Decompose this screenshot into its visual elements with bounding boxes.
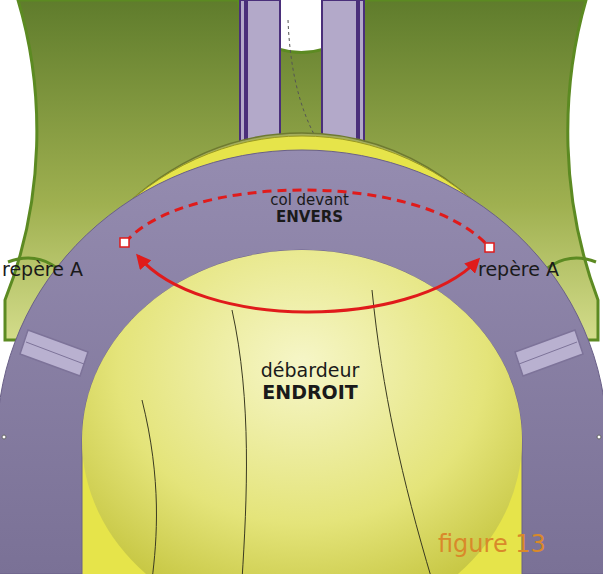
notch-label: repère A: [478, 258, 559, 280]
notch-mark: [120, 238, 129, 247]
side-mark: [597, 435, 601, 439]
fabric-side: ENVERS: [0, 209, 603, 226]
notch-label: repère A: [2, 258, 83, 280]
side-mark: [2, 435, 6, 439]
notch-mark: [485, 243, 494, 252]
tank-top-area: débardeurENDROIT: [82, 250, 538, 574]
part-name: col devant: [0, 192, 603, 209]
tank-top-area-outline: [82, 250, 522, 574]
tank-top-shape: [82, 250, 522, 574]
fold-arrow: [138, 256, 478, 312]
figure-caption: figure 13: [438, 530, 546, 558]
fold-line: [232, 310, 246, 574]
part-name: débardeur: [82, 360, 538, 382]
fold-line: [372, 290, 432, 574]
stitch-line-dashed: [125, 190, 490, 248]
fold-line: [142, 400, 156, 574]
side-tab: [20, 330, 583, 376]
fabric-side: ENDROIT: [82, 382, 538, 404]
